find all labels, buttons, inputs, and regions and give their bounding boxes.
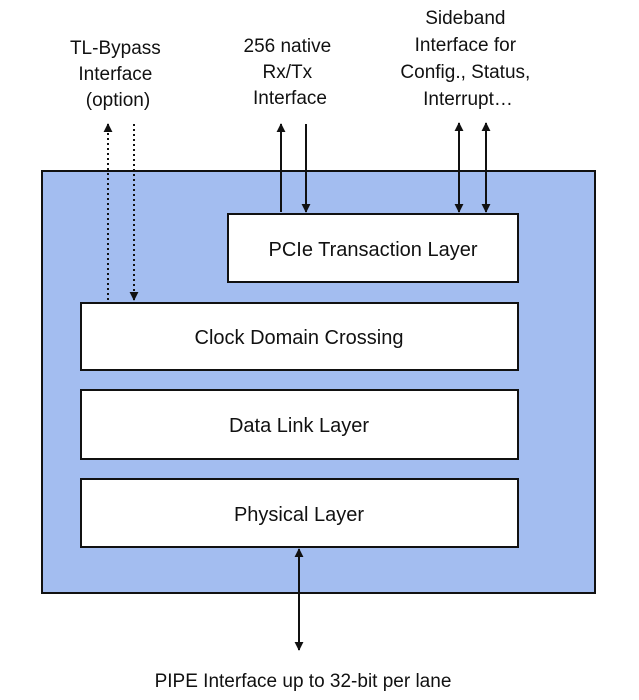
clock-domain-crossing-block: Clock Domain Crossing bbox=[80, 302, 519, 371]
data-link-layer-label: Data Link Layer bbox=[229, 415, 369, 437]
transaction-layer-block: PCIe Transaction Layer bbox=[227, 213, 519, 283]
physical-layer-block: Physical Layer bbox=[80, 478, 519, 548]
data-link-layer-block: Data Link Layer bbox=[80, 389, 519, 460]
transaction-layer-label: PCIe Transaction Layer bbox=[269, 239, 478, 261]
tl-bypass-label: TL-Bypass Interface (option) bbox=[70, 38, 166, 111]
clock-domain-crossing-label: Clock Domain Crossing bbox=[195, 327, 404, 349]
physical-layer-label: Physical Layer bbox=[234, 504, 364, 526]
pipe-interface-label: PIPE Interface up to 32-bit per lane bbox=[155, 671, 452, 692]
native-rxtx-label: 256 native Rx/Tx Interface bbox=[244, 36, 337, 109]
sideband-label: Sideband Interface for Config., Status, … bbox=[400, 8, 535, 110]
